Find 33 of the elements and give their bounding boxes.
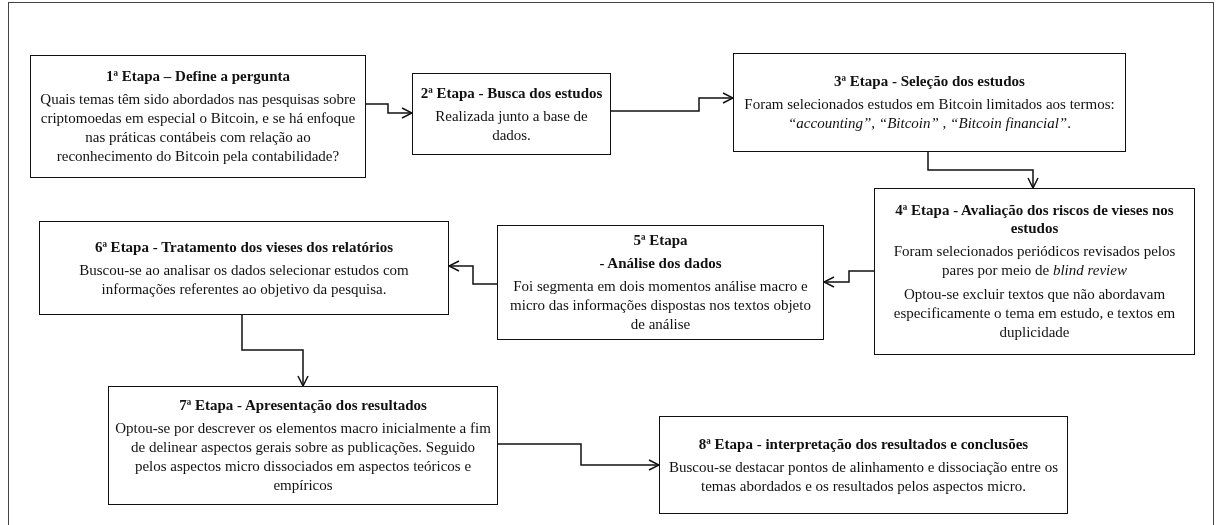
step-heading: 1ª Etapa – Define a pergunta <box>104 67 292 85</box>
connector-arrow <box>365 103 413 119</box>
step-heading: 8ª Etapa - interpretação dos resultados e conclusões <box>697 434 1030 453</box>
step-description: Quais temas têm sido abordados nas pesquisas sobre criptomoedas em especial o Bitcoin, e se há enfoque nas práticas contábeis com relação ao reconhecimento do Bitcoin pela contabilidade? <box>39 90 357 166</box>
step-heading: 7ª Etapa - Apresentação dos resultados <box>178 396 428 414</box>
process-box <box>659 416 1068 514</box>
process-box <box>733 53 1126 152</box>
process-box <box>30 55 366 178</box>
step-description: Foram selecionados estudos em Bitcoin limitados aos termos: “accounting”, “Bitcoin” , “Bitcoin financial”. <box>743 95 1116 133</box>
step-description: Realizada junto a base de dados. <box>434 106 589 145</box>
process-box <box>108 386 498 505</box>
step-description: Optou-se excluir textos que não abordavam especificamente o tema em estudo, e textos em duplicidade <box>892 285 1177 342</box>
connector-arrow <box>241 314 309 387</box>
step-heading: 4ª Etapa - Avaliação dos riscos de vieses nos estudos <box>894 201 1175 237</box>
connector-arrow <box>448 260 498 285</box>
step-heading: 5ª Etapa <box>632 231 689 249</box>
connector-arrow <box>497 443 660 471</box>
connector-arrow <box>610 92 734 112</box>
step-description: Buscou-se destacar pontos de alinhamento e dissociação entre os temas abordados e os resultados pelos aspectos micro. <box>667 457 1059 496</box>
step-heading: 3ª Etapa - Seleção dos estudos <box>833 72 1026 90</box>
process-box <box>874 188 1195 355</box>
connector-arrow <box>927 151 1039 189</box>
step-description: Optou-se por descrever os elementos macro inicialmente a fim de delinear aspectos gerais sobre as publicações. Seguido pelos aspectos micro dissociados em aspectos teóricos e empíricos <box>115 419 491 495</box>
connector-arrow <box>823 270 875 288</box>
step-heading: 6ª Etapa - Tratamento dos vieses dos relatórios <box>93 237 395 256</box>
step-heading: - Análise dos dados <box>598 254 723 272</box>
process-box <box>412 73 611 155</box>
process-box <box>39 221 449 315</box>
step-description: Foi segmenta em dois momentos análise macro e micro das informações dispostas nos textos objeto de análise <box>509 277 812 334</box>
step-description: Foram selecionados periódicos revisados pelos pares por meio de blind review <box>892 242 1177 280</box>
step-description: Buscou-se ao analisar os dados selecionar estudos com informações referentes ao objetivo da pesquisa. <box>78 260 410 299</box>
process-box <box>497 225 824 340</box>
step-heading: 2ª Etapa - Busca dos estudos <box>419 83 604 102</box>
